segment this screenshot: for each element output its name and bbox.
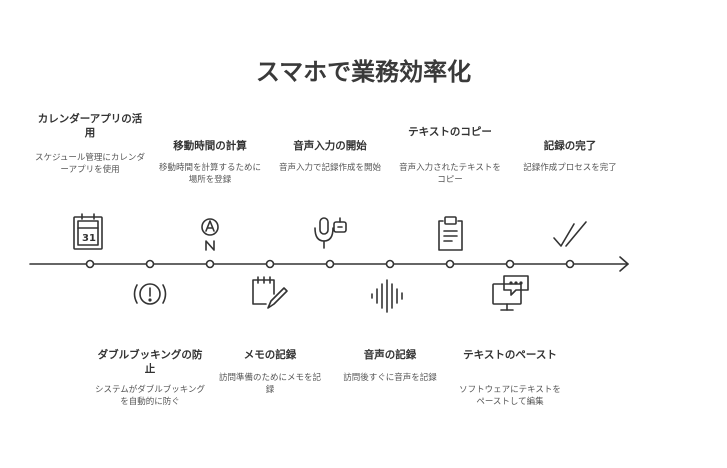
timeline-node xyxy=(205,259,215,269)
step-title-memo: メモの記録 xyxy=(243,349,297,361)
step-title-record-complete: 記録の完了 xyxy=(543,140,597,152)
step-desc-record-complete: 記録作成プロセスを完了 xyxy=(523,163,617,173)
step-desc-travel-time: 移動時間を計算するために場所を登録 xyxy=(158,163,261,185)
clipboard-icon xyxy=(438,216,463,251)
timeline-arrowhead xyxy=(619,256,629,272)
soundwave-icon xyxy=(371,279,403,313)
alert-circle-icon xyxy=(133,283,167,305)
step-title-text-copy: テキストのコピー xyxy=(408,126,492,138)
step-title-voice-start: 音声入力の開始 xyxy=(293,140,367,152)
calendar-icon: 31 xyxy=(73,213,103,250)
step-title-double-booking: ダブルブッキングの防止 xyxy=(97,349,203,375)
timeline-node xyxy=(145,259,155,269)
timeline-node xyxy=(85,259,95,269)
monitor-chat-icon xyxy=(492,275,529,311)
timeline-node xyxy=(505,259,515,269)
step-title-text-paste: テキストのペースト xyxy=(463,349,557,361)
svg-text:31: 31 xyxy=(82,233,96,244)
step-desc-text-copy: 音声入力されたテキストをコピー xyxy=(399,163,501,185)
timeline-node xyxy=(385,259,395,269)
notepad-pen-icon xyxy=(252,276,288,309)
microphone-icon xyxy=(314,217,347,249)
timeline-node xyxy=(445,259,455,269)
step-desc-voice-start: 音声入力で記録作成を開始 xyxy=(278,163,381,173)
step-desc-double-booking: システムがダブルブッキングを自動的に防ぐ xyxy=(95,385,205,407)
step-title-travel-time: 移動時間の計算 xyxy=(173,140,247,152)
double-check-icon xyxy=(553,221,587,247)
step-desc-voice-record: 訪問後すぐに音声を記録 xyxy=(343,373,437,383)
step-title-voice-record: 音声の記録 xyxy=(363,349,417,361)
step-desc-memo: 訪問準備のためにメモを記録 xyxy=(218,373,321,395)
navigation-icon xyxy=(201,218,219,251)
timeline-node xyxy=(265,259,275,269)
page-title: スマホで業務効率化 xyxy=(255,58,472,86)
timeline-node xyxy=(325,259,335,269)
step-desc-text-paste: ソフトウェアにテキストをペーストして編集 xyxy=(459,385,561,407)
step-title-calendar: カレンダーアプリの活用 xyxy=(37,113,143,139)
step-desc-calendar: スケジュール管理にカレンダーアプリを使用 xyxy=(35,153,145,175)
timeline-node xyxy=(565,259,575,269)
